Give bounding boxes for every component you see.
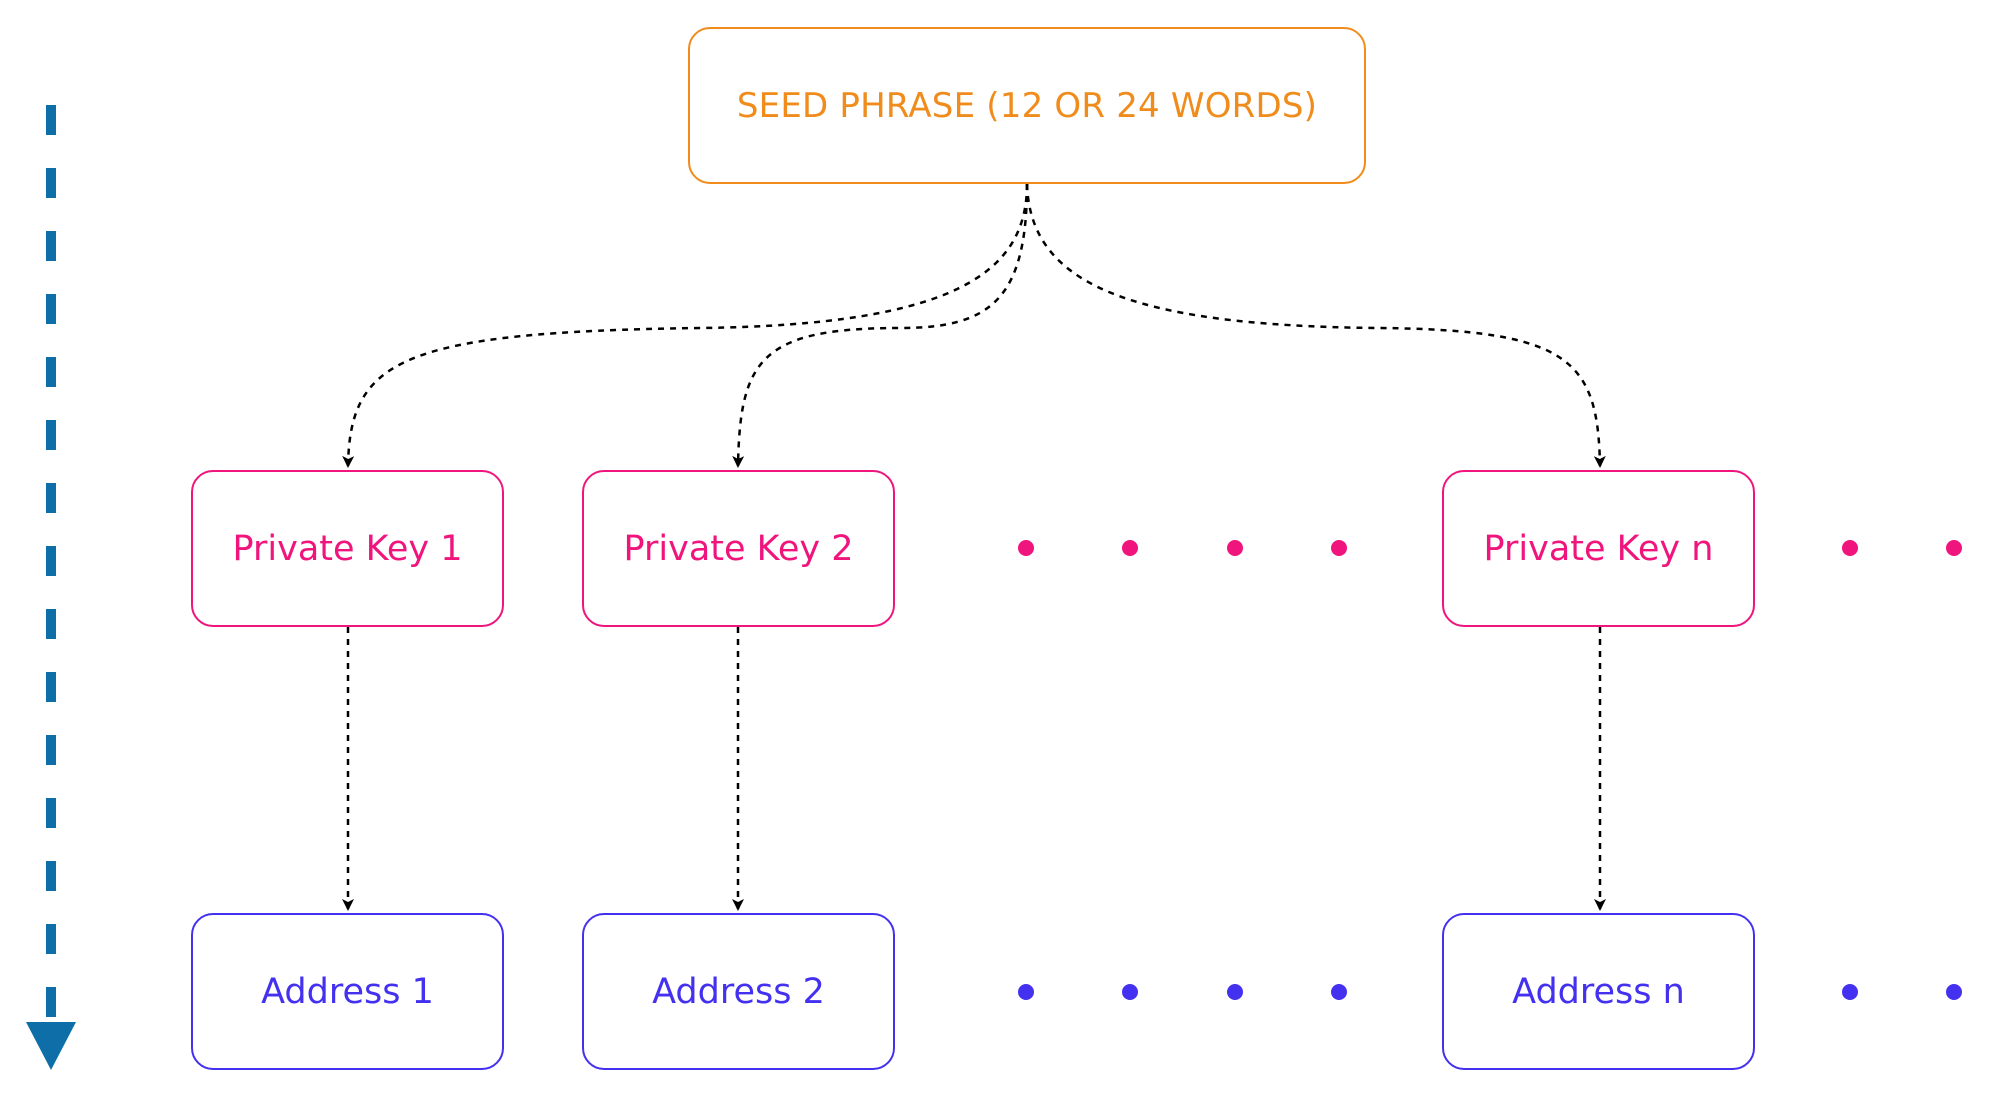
ellipsis-dot-address-row — [1331, 984, 1347, 1000]
ellipsis-dot-private-key-row — [1227, 540, 1243, 556]
seed-phrase-label: SEED PHRASE (12 OR 24 WORDS) — [736, 85, 1318, 126]
address-n-label: Address n — [1512, 971, 1685, 1012]
seed-phrase-node: SEED PHRASE (12 OR 24 WORDS) — [688, 27, 1366, 184]
private-key-1-node: Private Key 1 — [191, 470, 504, 627]
private-key-2-node: Private Key 2 — [582, 470, 895, 627]
address-2-label: Address 2 — [652, 971, 825, 1012]
private-key-2-label: Private Key 2 — [623, 528, 854, 569]
edge-seed-to-private-key-n — [1025, 183, 1606, 468]
ellipsis-dot-address-row — [1946, 984, 1962, 1000]
ellipsis-dot-private-key-row — [1122, 540, 1138, 556]
ellipsis-dot-private-key-row — [1018, 540, 1034, 556]
edge-seed-to-private-key-2 — [732, 183, 1029, 468]
ellipsis-dot-private-key-row — [1842, 540, 1858, 556]
ellipsis-dot-private-key-row — [1331, 540, 1347, 556]
private-key-1-label: Private Key 1 — [232, 528, 463, 569]
address-1-node: Address 1 — [191, 913, 504, 1070]
private-key-n-label: Private Key n — [1483, 528, 1714, 569]
ellipsis-dot-private-key-row — [1946, 540, 1962, 556]
private-key-n-node: Private Key n — [1442, 470, 1755, 627]
flow-direction-arrow — [26, 105, 76, 1070]
address-1-label: Address 1 — [261, 971, 434, 1012]
ellipsis-dot-address-row — [1227, 984, 1243, 1000]
ellipsis-dot-address-row — [1018, 984, 1034, 1000]
edge-seed-to-private-key-1 — [342, 183, 1029, 468]
address-n-node: Address n — [1442, 913, 1755, 1070]
ellipsis-dot-address-row — [1842, 984, 1858, 1000]
ellipsis-dot-address-row — [1122, 984, 1138, 1000]
address-2-node: Address 2 — [582, 913, 895, 1070]
